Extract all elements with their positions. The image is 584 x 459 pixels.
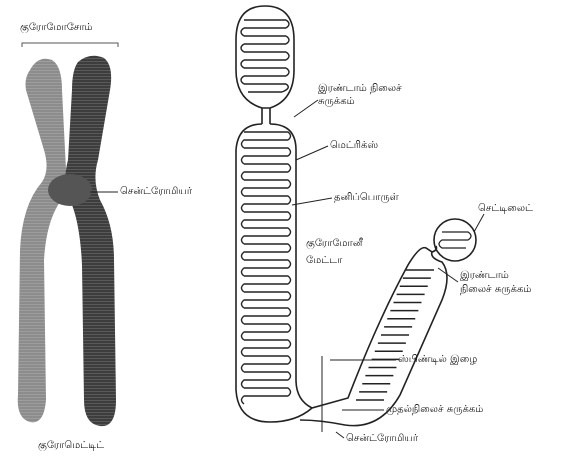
label-satellite: செட்டிலைட் <box>478 203 533 215</box>
label-chromonema-line2: மேட்டா <box>306 255 342 267</box>
chromonema-coil-head <box>244 20 286 92</box>
chromosome-bracket <box>22 43 118 47</box>
label-secondary-constriction-b-line2: நிலைச் சுருக்கம் <box>460 284 531 296</box>
leader-lines <box>292 100 484 438</box>
label-primary-constriction: முதல்நிலைச் சுருக்கம் <box>386 404 483 416</box>
label-matrix: மெட்ரிக்ஸ் <box>330 140 378 152</box>
label-chromonema-line1: குரோமோனீ <box>306 238 362 250</box>
label-secondary-constriction-a-line1: இரண்டாம் நிலைச் <box>318 83 402 95</box>
label-chromosome: குரோமோசோம் <box>20 22 93 34</box>
label-secondary-constriction-b-line1: இரண்டாம் <box>460 270 509 282</box>
label-pellicle: தனிப்பொருள் <box>334 192 399 204</box>
satellite-coil <box>439 232 471 248</box>
label-secondary-constriction-a-line2: சுருக்கம் <box>318 96 355 108</box>
label-chromatid: குரோமெட்டிட் <box>38 440 104 452</box>
label-centromere-bottom: சென்ட்ரோமியர் <box>346 433 418 445</box>
x-chromosome <box>18 43 118 426</box>
chromonema-coil-body <box>242 132 291 404</box>
centromere <box>48 174 92 206</box>
label-spindle-fibre: ஸ்பிண்டில் இழை <box>398 354 477 366</box>
label-centromere-left: சென்ட்ரோமியர் <box>120 186 192 198</box>
